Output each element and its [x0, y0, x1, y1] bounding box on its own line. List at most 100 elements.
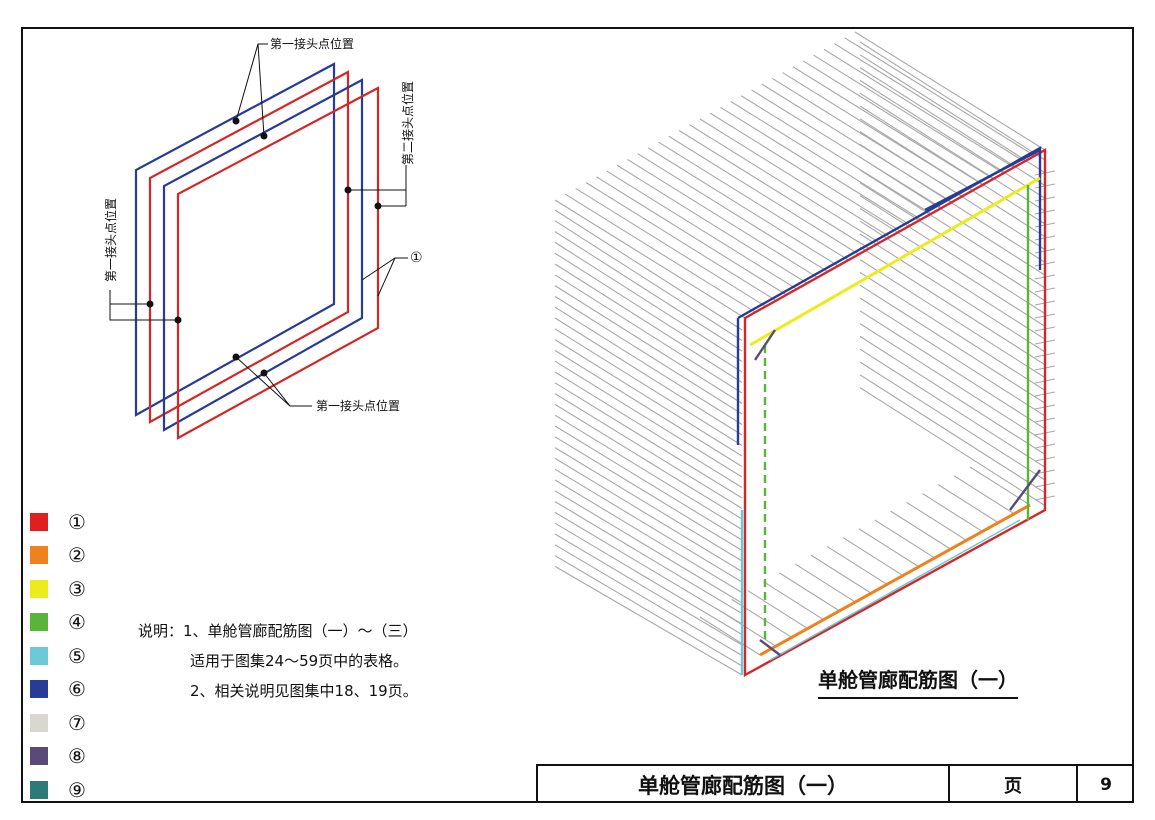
- joint-points: [146, 117, 382, 377]
- loop-inner-blue: [162, 78, 364, 432]
- longitudinal-bar: [554, 371, 743, 488]
- longitudinal-bar: [709, 112, 901, 232]
- legend-item: ④: [30, 606, 150, 640]
- longitudinal-bar: [606, 170, 798, 290]
- longitudinal-bar: [859, 79, 1046, 199]
- longitudinal-bar: [859, 156, 1046, 276]
- longitudinal-bar: [730, 101, 922, 220]
- longitudinal-bar: [859, 374, 1046, 494]
- note-line-1: 说明：1、单舱管廊配筋图（一）～（三）: [138, 622, 418, 640]
- annotation-bottom: 第一接头点位置: [316, 398, 400, 413]
- legend-item: ③: [30, 572, 150, 606]
- longitudinal-bar: [859, 246, 1046, 366]
- longitudinal-bar: [575, 187, 766, 307]
- longitudinal-bar: [792, 66, 984, 186]
- longitudinal-bar: [859, 54, 1046, 174]
- leader-left: [109, 290, 178, 321]
- longitudinal-bar: [953, 475, 1015, 515]
- longitudinal-bar: [859, 387, 1046, 507]
- longitudinal-bar: [859, 310, 1046, 430]
- legend-label: ②: [68, 543, 86, 568]
- loop-outer-red: [148, 70, 350, 424]
- longitudinal-bar: [859, 118, 1046, 238]
- longitudinal-bar: [554, 490, 743, 604]
- longitudinal-bar: [859, 195, 1046, 315]
- longitudinal-bar: [859, 323, 1046, 443]
- longitudinal-bar: [859, 143, 1046, 263]
- legend-label: ①: [68, 509, 86, 534]
- legend-swatch: [30, 680, 48, 699]
- legend-item: ⑥: [30, 673, 150, 707]
- longitudinal-bar: [937, 484, 999, 524]
- longitudinal-bar: [859, 92, 1046, 212]
- longitudinal-bar: [554, 285, 743, 404]
- legend-item: ⑦: [30, 706, 150, 740]
- longitudinal-bar: [823, 48, 1015, 168]
- longitudinal-bar: [554, 263, 743, 383]
- longitudinal-bar: [554, 220, 743, 341]
- annotation-left: 第一接头点位置: [103, 198, 118, 282]
- legend-item: ①: [30, 505, 150, 539]
- annotation-top: 第一接头点位置: [270, 36, 354, 51]
- longitudinal-bar: [637, 153, 829, 273]
- longitudinal-bar: [859, 297, 1046, 417]
- leader-lines: [109, 43, 408, 407]
- longitudinal-bar: [554, 436, 743, 551]
- rebar-cage-3d: [554, 31, 1056, 678]
- section-blue-top: [736, 145, 1042, 445]
- longitudinal-bars: [554, 31, 1056, 676]
- title-block-page-number: 9: [1100, 774, 1112, 795]
- longitudinal-bar: [616, 164, 808, 284]
- longitudinal-bar: [859, 271, 1046, 391]
- legend-label: ③: [68, 576, 86, 601]
- longitudinal-bar: [554, 555, 743, 667]
- longitudinal-bar: [554, 533, 743, 646]
- longitudinal-bar: [554, 209, 743, 331]
- longitudinal-bar: [647, 147, 839, 267]
- leader-marker: [361, 257, 408, 297]
- section-outer-red: [743, 147, 1047, 678]
- drawing-caption: 单舱管廊配筋图（一）: [818, 664, 1018, 699]
- longitudinal-bar: [969, 466, 1031, 506]
- section-yellow-top: [749, 176, 1041, 347]
- longitudinal-bar: [859, 220, 1046, 340]
- leader-right: [348, 165, 407, 207]
- longitudinal-bar: [859, 131, 1046, 251]
- longitudinal-bar: [554, 522, 743, 635]
- longitudinal-bar: [874, 519, 936, 559]
- legend-swatch: [30, 512, 48, 531]
- longitudinal-bar: [689, 124, 880, 244]
- longitudinal-bar: [554, 544, 743, 656]
- front-section: [736, 145, 1047, 678]
- longitudinal-bar: [554, 468, 743, 583]
- longitudinal-bar: [554, 295, 743, 415]
- legend-swatch: [30, 613, 48, 632]
- longitudinal-bar: [813, 54, 1004, 174]
- longitudinal-bar: [658, 141, 849, 261]
- legend-label: ⑤: [68, 643, 86, 668]
- longitudinal-bar: [779, 572, 840, 612]
- legend-swatch: [30, 546, 48, 565]
- longitudinal-bar: [678, 130, 870, 249]
- longitudinal-bar: [922, 493, 983, 532]
- annotation-bar-marker: ①: [410, 250, 423, 266]
- longitudinal-bar: [802, 60, 994, 180]
- longitudinal-bar: [565, 193, 756, 313]
- longitudinal-bar: [859, 259, 1046, 379]
- longitudinal-bar: [859, 182, 1046, 302]
- longitudinal-bar: [554, 393, 743, 509]
- longitudinal-bar: [699, 616, 761, 656]
- longitudinal-bar: [906, 501, 967, 541]
- note-line-2: 适用于图集24～59页中的表格。: [190, 652, 409, 670]
- longitudinal-bar: [554, 252, 743, 373]
- section-orange-bottom: [759, 503, 1031, 657]
- longitudinal-bar: [763, 581, 824, 621]
- longitudinal-bar: [826, 545, 888, 585]
- longitudinal-bar: [731, 598, 793, 638]
- longitudinal-bar: [844, 37, 1035, 157]
- longitudinal-bar: [554, 349, 743, 467]
- legend-item: ⑨: [30, 773, 150, 807]
- legend-item: ②: [30, 539, 150, 573]
- longitudinal-bar: [554, 511, 743, 625]
